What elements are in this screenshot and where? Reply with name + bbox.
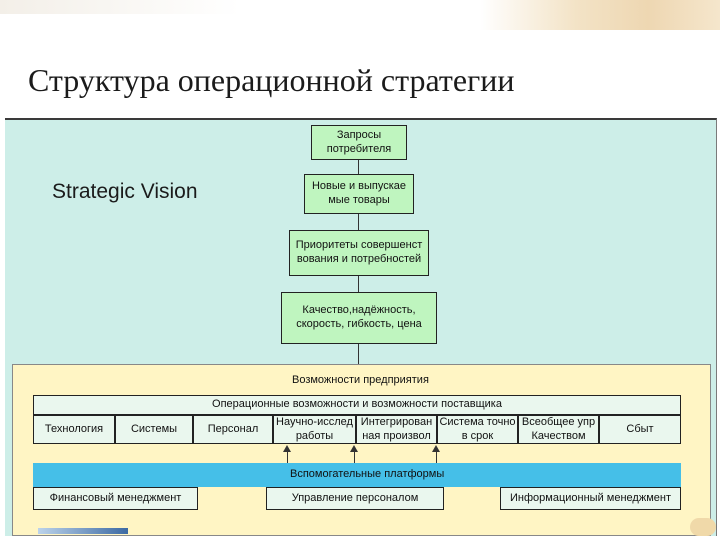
cell-sales: Сбыт [599,415,681,444]
enterprise-capabilities-label: Возможности предприятия [292,374,429,386]
cell-just-in-time: Система точно в срок [437,415,518,444]
flow-box-customer-requests: Запросы потребителя [311,125,407,160]
arrow-head-3 [432,445,440,452]
connector-4 [358,344,359,364]
platform-information: Информационный менеджмент [500,487,681,510]
connector-3 [358,276,359,292]
connector-2 [358,214,359,230]
arrow-head-2 [350,445,358,452]
arrow-head-1 [283,445,291,452]
header-decoration-left [0,0,240,14]
flow-box-improvement-priorities: Приоритеты совершенст вования и потребно… [289,230,429,276]
corner-decoration [690,518,716,536]
cell-research: Научно-исслед работы [273,415,356,444]
arrow-line-3 [436,451,437,463]
arrow-line-1 [287,451,288,463]
header-decoration [480,0,720,30]
connector-1 [358,160,359,174]
cell-integrated-production: Интегрирован ная произвол [356,415,437,444]
support-platforms-bar [33,463,681,487]
support-platforms-label: Вспомогательные платформы [290,468,445,480]
slide-title: Структура операционной стратегии [28,62,515,98]
flow-box-new-products: Новые и выпускае мые товары [304,174,414,214]
platform-finance: Финансовый менеджмент [33,487,198,510]
platform-personnel: Управление персоналом [266,487,444,510]
strategic-vision-label: Strategic Vision [52,180,198,203]
enterprise-capabilities-panel [12,364,711,536]
footer-logo-bar [38,528,128,534]
arrow-line-2 [354,451,355,463]
operational-capabilities-bar: Операционные возможности и возможности п… [33,395,681,415]
cell-technology: Технология [33,415,115,444]
flow-box-quality-criteria: Качество,надёжность, скорость, гибкость,… [281,292,437,344]
cell-personnel: Персонал [193,415,273,444]
cell-systems: Системы [115,415,193,444]
cell-total-quality: Всеобщее упр Качеством [518,415,599,444]
